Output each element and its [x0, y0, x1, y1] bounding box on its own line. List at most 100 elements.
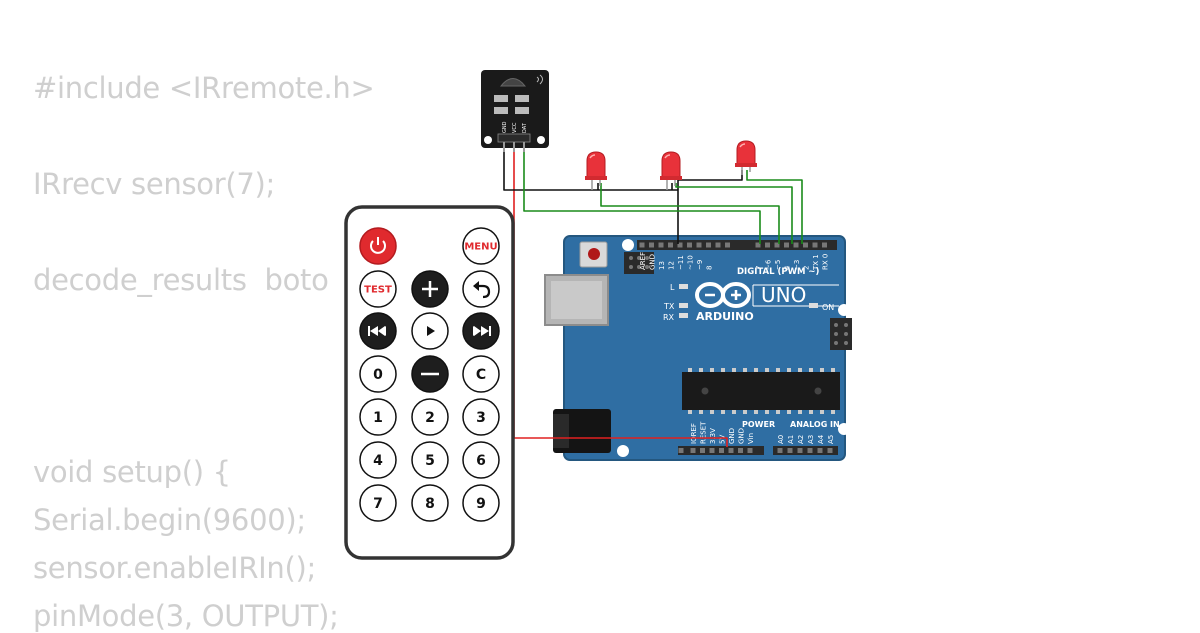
led-rx	[679, 313, 688, 318]
button-c-circle[interactable]	[462, 355, 500, 393]
led-3[interactable]	[735, 140, 757, 175]
back-button[interactable]	[462, 270, 500, 308]
header-pin[interactable]	[715, 242, 721, 248]
button-2[interactable]: 2	[411, 398, 449, 436]
button-1-label: 1	[373, 410, 383, 426]
header-pin[interactable]	[668, 242, 673, 248]
led-2[interactable]	[660, 151, 682, 190]
button-8-circle[interactable]	[411, 484, 449, 522]
test-button-circle[interactable]	[359, 270, 397, 308]
header-pin[interactable]	[719, 448, 724, 453]
power-button-circle[interactable]	[359, 227, 397, 265]
wire-dat-green[interactable]	[523, 140, 761, 244]
back-button-circle[interactable]	[462, 270, 500, 308]
ir-receiver-module[interactable]: GND VCC DAT	[481, 70, 549, 152]
chip-dot	[814, 387, 822, 395]
header-pin[interactable]	[765, 242, 770, 248]
header-pin[interactable]	[738, 448, 743, 453]
button-5-circle[interactable]	[411, 441, 449, 479]
header-pin[interactable]	[706, 242, 711, 248]
header-pin[interactable]	[678, 448, 684, 453]
back-arrowhead-icon	[473, 281, 479, 291]
prev-button[interactable]	[359, 312, 397, 350]
power-pin-label: IOREF	[690, 423, 698, 444]
button-2-circle[interactable]	[411, 398, 449, 436]
header-pin[interactable]	[774, 242, 780, 248]
ir-module-smd	[515, 107, 529, 114]
header-pin[interactable]	[803, 242, 808, 248]
ir-pin-label-gnd: GND	[502, 121, 508, 133]
menu-button-circle[interactable]	[462, 227, 500, 265]
skip-back-icon	[370, 326, 385, 336]
button-0-circle[interactable]	[359, 355, 397, 393]
minus-label: —	[430, 373, 431, 375]
header-pin[interactable]	[777, 448, 783, 453]
button-1-circle[interactable]	[359, 398, 397, 436]
header-pin[interactable]	[817, 448, 823, 453]
top-pin-label: TX 1	[812, 254, 820, 271]
mount-hole	[838, 304, 850, 316]
play-button[interactable]	[411, 312, 449, 350]
button-6[interactable]: 6	[462, 441, 500, 479]
header-pin[interactable]	[812, 242, 818, 248]
header-pin[interactable]	[755, 242, 761, 248]
led-2-body	[661, 151, 681, 180]
button-1[interactable]: 1	[359, 398, 397, 436]
test-button[interactable]: TEST	[359, 270, 397, 308]
button-5[interactable]: 5	[411, 441, 449, 479]
led-1[interactable]	[585, 151, 607, 190]
header-pin[interactable]	[709, 448, 715, 453]
wire-gnd-black[interactable]	[503, 140, 679, 244]
header-pin[interactable]	[677, 242, 683, 248]
header-pin[interactable]	[787, 448, 793, 453]
header-pin[interactable]	[728, 448, 734, 453]
button-8[interactable]: 8	[411, 484, 449, 522]
button-4-circle[interactable]	[359, 441, 397, 479]
button-9-circle[interactable]	[462, 484, 500, 522]
header-pin[interactable]	[690, 448, 696, 453]
code-line-decode-results: decode_results boto	[33, 263, 329, 297]
button-9[interactable]: 9	[462, 484, 500, 522]
header-pin[interactable]	[827, 448, 833, 453]
header-pin[interactable]	[725, 242, 730, 248]
wire-led3-green[interactable]	[746, 170, 803, 244]
button-4[interactable]: 4	[359, 441, 397, 479]
wire-led1-green[interactable]	[600, 183, 780, 244]
chip-leg	[721, 410, 725, 414]
plus-button[interactable]: +	[411, 270, 449, 308]
header-pin[interactable]	[696, 242, 702, 248]
button-7-circle[interactable]	[359, 484, 397, 522]
button-0[interactable]: 0	[359, 355, 397, 393]
wire-led2-green[interactable]	[675, 183, 793, 244]
back-arrow-icon	[475, 284, 491, 299]
menu-button[interactable]: MENU	[462, 227, 500, 265]
header-pin[interactable]	[649, 242, 654, 248]
button-3[interactable]: 3	[462, 398, 500, 436]
header-pin[interactable]	[700, 448, 705, 453]
ir-module-smd	[494, 107, 508, 114]
button-6-circle[interactable]	[462, 441, 500, 479]
reset-button-cap[interactable]	[588, 248, 600, 260]
header-pin[interactable]	[797, 448, 803, 453]
chip-leg	[732, 368, 736, 372]
button-c[interactable]: C	[462, 355, 500, 393]
button-3-circle[interactable]	[462, 398, 500, 436]
header-pin[interactable]	[687, 242, 692, 248]
header-pin[interactable]	[822, 242, 827, 248]
header-pin[interactable]	[747, 448, 753, 453]
power-pin-label: 3.3V	[709, 428, 717, 444]
header-pin[interactable]	[807, 448, 813, 453]
header-pin[interactable]	[639, 242, 645, 248]
button-7[interactable]: 7	[359, 484, 397, 522]
header-pin[interactable]	[784, 242, 789, 248]
header-pin[interactable]	[793, 242, 799, 248]
code-line-include: #include <IRremote.h>	[33, 71, 375, 105]
chip-leg	[754, 368, 758, 372]
header-pin[interactable]	[658, 242, 664, 248]
minus-button[interactable]: —	[411, 355, 449, 393]
usb-connector-inner	[551, 281, 602, 319]
next-button[interactable]	[462, 312, 500, 350]
power-button[interactable]	[359, 227, 397, 265]
